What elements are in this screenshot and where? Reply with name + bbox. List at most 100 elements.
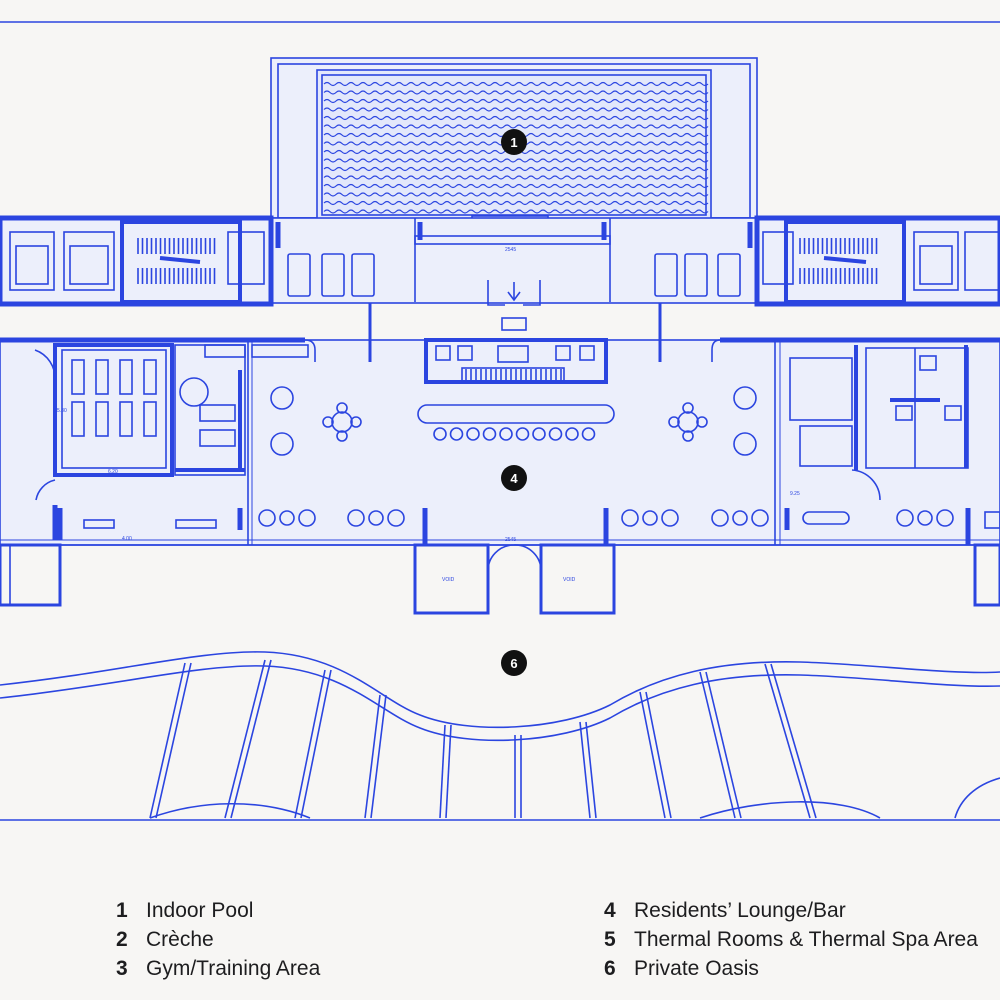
- pool-wave-line: [323, 158, 709, 163]
- oasis-rib: [230, 659, 272, 819]
- legend-item: 2 Crèche: [116, 925, 320, 954]
- right-core: [754, 215, 1000, 307]
- pool-wave-line: [323, 90, 709, 95]
- lounge-armchair: [298, 509, 316, 527]
- dimension-labels: 2545 2545 6.20 5.80 4.00 9.25 VOID VOID: [57, 247, 800, 583]
- dimension-label: 2545: [505, 537, 516, 543]
- oasis-rib: [579, 721, 591, 819]
- oasis-rib: [764, 663, 811, 819]
- private-oasis: [0, 651, 1000, 821]
- legend-right-column: 4 Residents’ Lounge/Bar 5 Thermal Rooms …: [604, 896, 1000, 983]
- dimension-label: 2545: [505, 247, 516, 253]
- legend-item: 3 Gym/Training Area: [116, 954, 320, 983]
- bar-stool: [532, 427, 546, 441]
- legend-label: Residents’ Lounge/Bar: [634, 899, 846, 922]
- lounge-armchair: [751, 509, 769, 527]
- oasis-rib: [585, 721, 597, 819]
- lounge-chair: [322, 416, 334, 428]
- bar-stool: [482, 427, 497, 441]
- lounge-side-table: [642, 510, 658, 526]
- lounge-side-table: [917, 510, 933, 526]
- creche-desk: [95, 401, 109, 437]
- bar-stool: [466, 427, 480, 441]
- pool-wave-line: [323, 183, 709, 189]
- legend-item: 5 Thermal Rooms & Thermal Spa Area: [604, 925, 1000, 954]
- lounge-table: [677, 411, 699, 433]
- oasis-rib: [439, 724, 446, 819]
- bar-counter: [417, 317, 615, 441]
- pool-wave-line: [323, 124, 709, 129]
- legend-label: Crèche: [146, 928, 214, 951]
- lounge-chair: [682, 430, 694, 442]
- pool-wave-line: [323, 115, 709, 121]
- legend-item: 1 Indoor Pool: [116, 896, 320, 925]
- oasis-rib: [705, 671, 742, 819]
- lounge-chair: [682, 402, 694, 414]
- oasis-rib: [770, 663, 817, 819]
- gym-wc-block: [174, 344, 309, 476]
- lounge-armchair: [711, 509, 729, 527]
- pool-wave-line: [323, 200, 709, 206]
- creche-desk: [119, 359, 133, 395]
- lounge-armchair: [896, 509, 914, 527]
- lounge-armchair: [387, 509, 405, 527]
- bar-stool: [565, 427, 579, 441]
- oasis-rib: [445, 724, 452, 819]
- creche-room: [34, 343, 217, 540]
- legend-item: 6 Private Oasis: [604, 954, 1000, 983]
- oasis-rib: [300, 669, 332, 819]
- legend-label: Indoor Pool: [146, 899, 254, 922]
- oasis-rib: [149, 662, 186, 819]
- bar-stool: [581, 427, 596, 441]
- lounge-armchair: [621, 509, 639, 527]
- oasis-rib: [699, 671, 736, 819]
- upper-zone: [270, 217, 758, 306]
- creche-desk: [119, 401, 133, 437]
- lounge-seating: [258, 386, 954, 527]
- lounge-side-table: [279, 510, 295, 526]
- legend-number: 2: [116, 928, 128, 951]
- dimension-label: 5.80: [57, 408, 67, 414]
- lounge-chair: [350, 416, 362, 428]
- oasis-rib: [155, 662, 192, 819]
- legend-label: Private Oasis: [634, 957, 759, 980]
- legend-number: 3: [116, 957, 128, 980]
- lounge-table: [331, 411, 353, 433]
- pool-wave-line: [323, 166, 709, 172]
- legend-left-column: 1 Indoor Pool 2 Crèche 3 Gym/Training Ar…: [116, 896, 320, 983]
- creche-desk: [95, 359, 109, 395]
- lounge-chair: [336, 430, 348, 442]
- lounge-armchair: [733, 432, 757, 456]
- bar-stool: [515, 427, 530, 441]
- lounge-side-table: [732, 510, 748, 526]
- oasis-rib: [370, 694, 387, 819]
- lounge-armchair: [347, 509, 365, 527]
- bar-stool: [449, 427, 464, 441]
- bar-stool: [433, 427, 447, 441]
- area-marker-6: 6: [501, 650, 527, 676]
- dimension-label: 6.20: [108, 469, 118, 475]
- creche-desk: [71, 401, 85, 437]
- bar-stool: [499, 427, 513, 441]
- creche-desk: [143, 401, 157, 437]
- entry-voids: [0, 543, 1000, 615]
- legend-item: 4 Residents’ Lounge/Bar: [604, 896, 1000, 925]
- oasis-rib: [294, 669, 326, 819]
- oasis-rib: [364, 694, 381, 819]
- lounge-armchair: [936, 509, 954, 527]
- legend-label: Thermal Rooms & Thermal Spa Area: [634, 928, 978, 951]
- oasis-rib: [645, 691, 672, 819]
- creche-desk: [71, 359, 85, 395]
- oasis-rib: [224, 659, 266, 819]
- legend-number: 1: [116, 899, 128, 922]
- dimension-label: 4.00: [122, 536, 132, 542]
- pool-wave-line: [323, 81, 709, 87]
- oasis-rib: [639, 691, 666, 819]
- area-marker-4: 4: [501, 465, 527, 491]
- pool-wave-line: [323, 192, 709, 197]
- marker-number: 1: [510, 135, 517, 150]
- pool-wave-line: [323, 107, 709, 112]
- pool-wave-line: [323, 209, 709, 214]
- void-label: VOID: [442, 577, 455, 583]
